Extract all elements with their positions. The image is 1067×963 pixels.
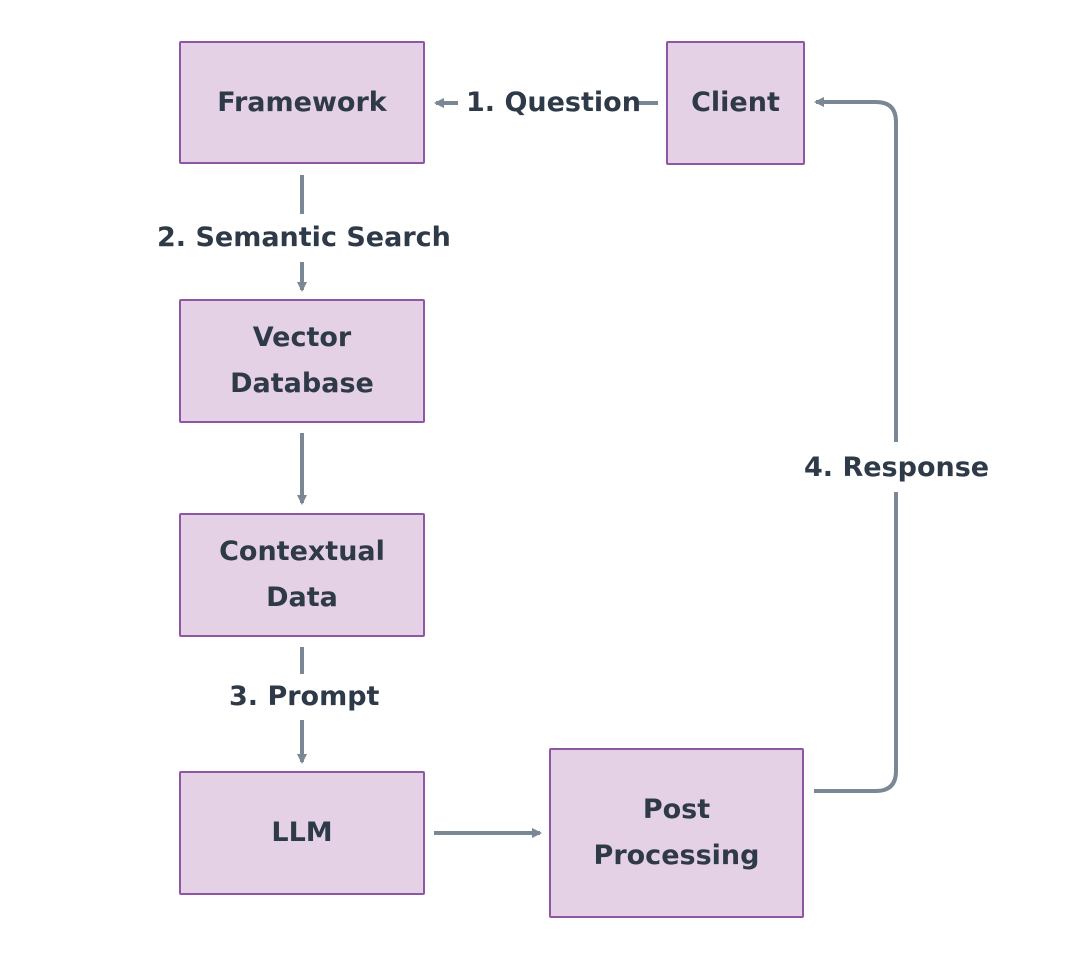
arrow-post-processing-to-client-upper bbox=[814, 97, 898, 442]
prompt-edge-label: 3. Prompt bbox=[229, 681, 380, 712]
post-processing-label-line2: Processing bbox=[593, 840, 760, 871]
question-edge-label: 1. Question bbox=[466, 87, 641, 118]
llm-node: LLM bbox=[179, 771, 425, 895]
client-node: Client bbox=[666, 41, 805, 165]
contextual-data-label-line1: Contextual bbox=[219, 536, 385, 567]
llm-node-label: LLM bbox=[271, 817, 333, 848]
client-node-label: Client bbox=[691, 87, 780, 118]
framework-node: Framework bbox=[179, 41, 425, 164]
semantic-search-edge-label: 2. Semantic Search bbox=[157, 222, 451, 253]
vector-database-node: Vector Database bbox=[179, 299, 425, 423]
contextual-data-label-line2: Data bbox=[266, 582, 338, 613]
framework-node-label: Framework bbox=[217, 86, 387, 118]
post-processing-node: Post Processing bbox=[549, 748, 804, 918]
contextual-data-node: Contextual Data bbox=[179, 513, 425, 637]
arrow-post-processing-to-client-lower bbox=[814, 492, 898, 793]
vector-database-label-line2: Database bbox=[230, 368, 374, 399]
response-edge-label: 4. Response bbox=[804, 452, 990, 483]
vector-database-label-line1: Vector bbox=[252, 322, 352, 353]
post-processing-label-line1: Post bbox=[642, 794, 711, 825]
